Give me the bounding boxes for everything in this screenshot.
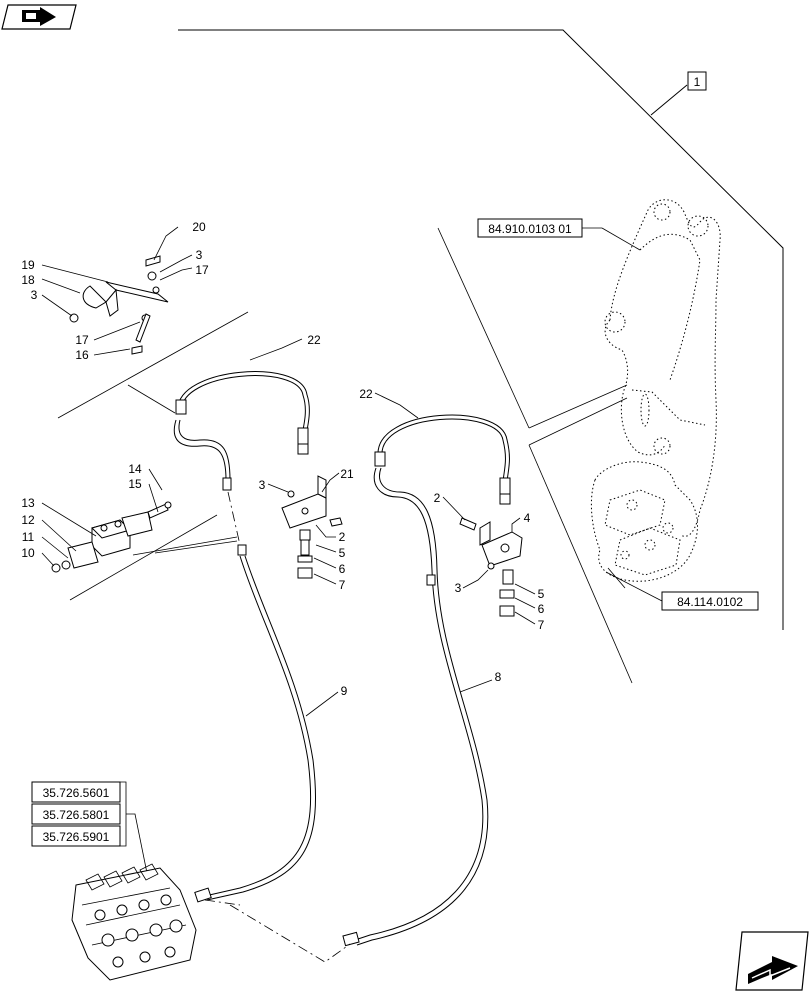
callout-14: 14 xyxy=(128,462,142,476)
hose-22-right xyxy=(374,414,511,505)
callout-22: 22 xyxy=(359,387,373,401)
callout-11: 11 xyxy=(22,530,35,544)
callout-3: 3 xyxy=(259,478,266,492)
clamp-group-top xyxy=(69,255,169,355)
callout-6: 6 xyxy=(339,562,346,576)
hose-22-left xyxy=(175,371,310,455)
ref-valve-2-text: 35.726.5801 xyxy=(43,808,110,822)
callout-3: 3 xyxy=(196,248,203,262)
ref-attachment-text: 84.114.0102 xyxy=(677,595,743,609)
bracket-21 xyxy=(281,475,343,579)
callout-17: 17 xyxy=(195,263,209,277)
callout-18: 18 xyxy=(21,273,35,287)
control-valve-illustration xyxy=(71,863,197,981)
callout-4: 4 xyxy=(524,511,531,525)
tube-9 xyxy=(173,419,316,903)
assembly-bracket xyxy=(178,29,784,630)
clamp-group-middle xyxy=(51,501,172,573)
callout-labels: 22 22 21 3 2 5 6 7 4 2 3 5 6 7 8 9 20 3 … xyxy=(21,220,544,698)
ref-valve-1-text: 35.726.5601 xyxy=(43,786,110,800)
ref-box-valve-1[interactable]: 35.726.5601 xyxy=(31,781,121,803)
ref-boom-text: 84.910.0103 01 xyxy=(488,222,572,236)
callout-7: 7 xyxy=(339,578,346,592)
ref-valve-3-text: 35.726.5901 xyxy=(43,830,110,844)
callout-16: 16 xyxy=(75,348,89,362)
centerline-bottom-2 xyxy=(229,904,351,963)
callout-13: 13 xyxy=(21,496,35,510)
callout-5: 5 xyxy=(538,587,545,601)
callout-17: 17 xyxy=(75,333,89,347)
ref-box-valve-2[interactable]: 35.726.5801 xyxy=(31,803,121,825)
callout-2: 2 xyxy=(339,530,346,544)
ref-assembly-text: 1 xyxy=(694,75,701,89)
callout-21: 21 xyxy=(340,467,354,481)
callout-19: 19 xyxy=(21,258,35,272)
callout-5: 5 xyxy=(339,546,346,560)
ref-box-valve-3[interactable]: 35.726.5901 xyxy=(31,825,121,847)
centerline-bottom xyxy=(204,899,241,906)
callout-10: 10 xyxy=(21,546,35,560)
callout-7: 7 xyxy=(538,618,545,632)
callout-3: 3 xyxy=(455,581,462,595)
next-arrow-icon[interactable] xyxy=(735,931,809,991)
ref-box-attachment[interactable]: 84.114.0102 xyxy=(661,591,759,611)
bracket-4 xyxy=(459,517,523,617)
boom-illustration xyxy=(590,199,721,589)
callout-leaders xyxy=(41,226,536,717)
callout-8: 8 xyxy=(495,670,502,684)
back-arrow-icon[interactable] xyxy=(1,4,77,30)
perspective-lines xyxy=(57,227,633,684)
callout-22: 22 xyxy=(307,333,321,347)
tube-8 xyxy=(342,467,489,947)
ref-box-assembly[interactable]: 1 xyxy=(687,71,707,91)
leader-boom-2 xyxy=(601,227,641,251)
callout-12: 12 xyxy=(21,513,35,527)
callout-15: 15 xyxy=(128,477,142,491)
callout-9: 9 xyxy=(341,684,348,698)
callout-2: 2 xyxy=(434,491,441,505)
callout-3: 3 xyxy=(31,288,38,302)
callout-6: 6 xyxy=(538,602,545,616)
ref-box-boom[interactable]: 84.910.0103 01 xyxy=(477,218,583,238)
callout-20: 20 xyxy=(192,220,206,234)
leader-attachment xyxy=(605,571,663,602)
leader-valves xyxy=(120,781,149,879)
